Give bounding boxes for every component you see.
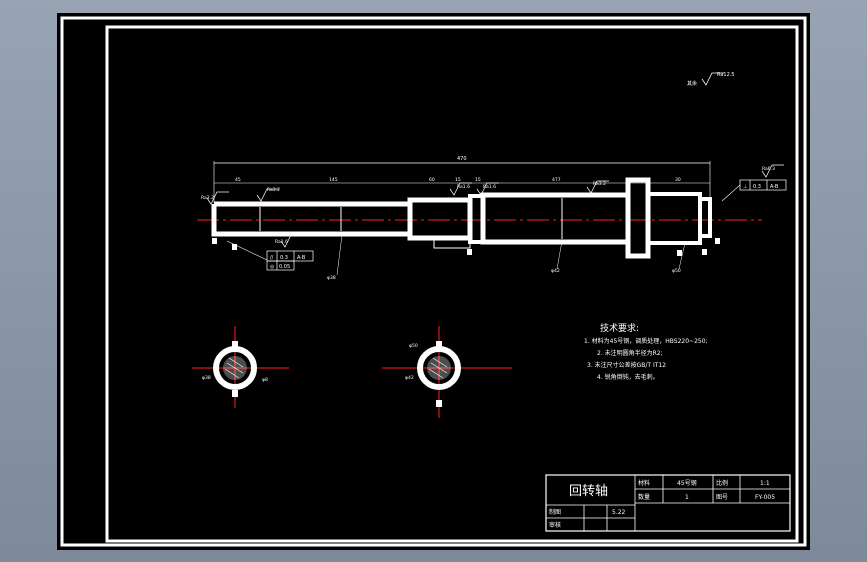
svg-text:Ra1.6: Ra1.6 [483, 184, 496, 190]
svg-text:470: 470 [457, 156, 467, 162]
svg-text:φ50: φ50 [409, 343, 418, 349]
svg-text:φ8: φ8 [262, 377, 268, 383]
svg-text:Ra1.6: Ra1.6 [457, 184, 470, 190]
outer-border [60, 16, 807, 547]
general-roughness: 其余 Ra12.5 [687, 72, 735, 87]
drawing-sheet: 470 45 145 60 15 15 477 30 Ra3.2 Ra3.2 R… [57, 13, 810, 550]
roughness-symbols: Ra3.2 Ra3.2 Ra1.6 Ra1.6 Ra3.2 Ra6.3 Ra1.… [201, 164, 784, 248]
svg-text:Ra1.6: Ra1.6 [275, 239, 288, 245]
svg-text:比例: 比例 [716, 479, 728, 487]
svg-text:0.3: 0.3 [280, 255, 288, 261]
datum-markers [212, 238, 720, 256]
svg-text://: // [270, 255, 274, 261]
technical-requirements: 技术要求: 1. 材料为45号钢，调质处理，HBS220~250; 2. 未注明… [584, 322, 708, 381]
svg-text:φ50: φ50 [672, 268, 681, 274]
svg-text:15: 15 [475, 177, 481, 183]
svg-text:⊥: ⊥ [743, 184, 747, 190]
svg-text:A-B: A-B [770, 184, 779, 190]
svg-text:材料: 材料 [638, 479, 650, 487]
svg-text:◎: ◎ [270, 264, 275, 270]
shaft-profile [211, 177, 712, 259]
svg-text:制图: 制图 [549, 508, 561, 516]
svg-text:2. 未注明圆角半径为R2;: 2. 未注明圆角半径为R2; [597, 349, 663, 357]
svg-text:5.22: 5.22 [612, 509, 626, 516]
svg-text:φ42: φ42 [405, 375, 414, 381]
svg-text:审核: 审核 [549, 521, 561, 529]
section-view-2: φ42 φ50 [382, 326, 512, 418]
svg-text:1. 材料为45号钢，调质处理，HBS220~250;: 1. 材料为45号钢，调质处理，HBS220~250; [584, 337, 708, 345]
svg-text:1:1: 1:1 [760, 480, 770, 487]
svg-text:图号: 图号 [716, 494, 728, 501]
tolerance-frame-lower: // 0.3 A-B ◎ 0.05 [226, 240, 314, 271]
svg-text:其余: 其余 [687, 80, 697, 87]
svg-text:Ra3.2: Ra3.2 [593, 181, 606, 187]
keyway-detail [433, 237, 471, 249]
section-view-1: φ38 φ8 [192, 326, 289, 408]
svg-text:FY-005: FY-005 [755, 494, 775, 501]
inner-border [105, 25, 799, 543]
cad-drawing: 470 45 145 60 15 15 477 30 Ra3.2 Ra3.2 R… [60, 16, 807, 547]
svg-text:4. 锐角倒钝，去毛刺。: 4. 锐角倒钝，去毛刺。 [597, 373, 659, 381]
tolerance-frame-right: ⊥ 0.3 A-B [721, 179, 787, 202]
svg-text:Ra12.5: Ra12.5 [717, 72, 735, 78]
svg-text:技术要求:: 技术要求: [600, 322, 639, 334]
svg-text:Ra3.2: Ra3.2 [201, 195, 214, 201]
svg-text:A-B: A-B [297, 255, 306, 261]
svg-text:Ra6.3: Ra6.3 [762, 166, 775, 172]
overall-dimension: 470 [213, 156, 711, 203]
svg-text:45号钢: 45号钢 [677, 479, 697, 487]
part-name: 回转轴 [569, 484, 608, 499]
title-block: 回转轴 材料 45号钢 比例 1:1 数量 1 图号 FY-005 制图 5.2… [545, 474, 791, 532]
svg-text:1: 1 [685, 494, 689, 501]
svg-text:30: 30 [675, 177, 681, 183]
svg-text:45: 45 [235, 177, 241, 183]
svg-text:60: 60 [429, 177, 435, 183]
svg-text:477: 477 [552, 177, 561, 183]
svg-text:φ38: φ38 [327, 275, 336, 281]
svg-text:φ42: φ42 [551, 268, 560, 274]
svg-text:15: 15 [455, 177, 461, 183]
svg-text:Ra3.2: Ra3.2 [267, 187, 280, 193]
svg-text:φ38: φ38 [202, 375, 211, 381]
svg-text:3. 未注尺寸公差按GB/T IT12: 3. 未注尺寸公差按GB/T IT12 [587, 361, 666, 369]
svg-text:145: 145 [329, 177, 338, 183]
diameter-leaders: φ38 φ42 φ50 [327, 234, 686, 281]
svg-text:数量: 数量 [638, 493, 650, 501]
svg-text:0.05: 0.05 [279, 264, 290, 270]
svg-text:0.3: 0.3 [753, 184, 761, 190]
